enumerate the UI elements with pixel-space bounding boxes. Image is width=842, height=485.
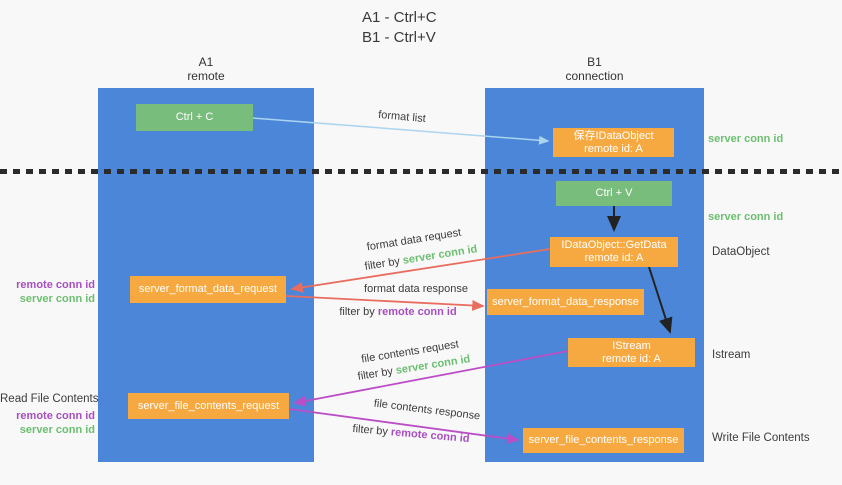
lane-a1-header: A1 remote xyxy=(98,55,314,83)
read-file-contents-label: Read File Contents xyxy=(0,393,99,405)
save-dataobject-line2: remote id: A xyxy=(584,142,643,155)
lane-b1-name: B1 xyxy=(587,55,602,69)
format-data-response-label: format data response xyxy=(364,283,468,295)
title-line-1: A1 - Ctrl+C xyxy=(362,9,437,26)
getdata-box: IDataObject::GetData remote id: A xyxy=(550,237,678,267)
save-dataobject-line1: 保存IDataObject xyxy=(573,129,654,142)
remote-conn-id-left-2: remote conn id xyxy=(16,410,95,422)
getdata-line1: IDataObject::GetData xyxy=(561,239,667,251)
filter-by-text: filter by xyxy=(339,306,375,318)
server-conn-id-left-2: server conn id xyxy=(19,423,95,436)
server-format-data-response-box: server_format_data_response xyxy=(487,289,644,315)
lane-b1-header: B1 connection xyxy=(485,55,704,83)
istream-box: IStream remote id: A xyxy=(568,338,695,367)
format-request-conn-ids: remote conn id server conn id xyxy=(5,279,95,306)
server-format-data-request-label: server_format_data_request xyxy=(138,283,278,295)
server-conn-id-right-mid: server conn id xyxy=(708,211,784,223)
ctrl-v-label: Ctrl + V xyxy=(595,187,633,199)
lane-b1-role: connection xyxy=(565,69,624,83)
server-conn-id-left-1: server conn id xyxy=(19,292,95,305)
server-conn-id-text: server conn id xyxy=(401,243,479,267)
title-line-2: B1 - Ctrl+V xyxy=(362,29,436,46)
ctrl-c-box: Ctrl + C xyxy=(136,104,253,131)
session-divider-dotted-line xyxy=(0,169,842,174)
filter-by-text: filter by xyxy=(356,365,394,383)
dataobject-side-label: DataObject xyxy=(712,246,770,258)
ctrl-c-label: Ctrl + C xyxy=(175,111,214,123)
ctrl-v-box: Ctrl + V xyxy=(556,181,672,206)
getdata-line2: remote id: A xyxy=(584,252,644,264)
server-file-contents-response-box: server_file_contents_response xyxy=(523,428,684,453)
save-dataobject-box: 保存IDataObject remote id: A xyxy=(553,128,674,157)
filter-by-text: filter by xyxy=(363,255,401,273)
server-file-contents-response-label: server_file_contents_response xyxy=(528,434,679,446)
istream-side-label: Istream xyxy=(712,349,751,361)
file-request-conn-ids: remote conn id server conn id xyxy=(5,410,95,437)
server-format-data-request-box: server_format_data_request xyxy=(130,276,286,303)
lane-a1-role: remote xyxy=(187,69,225,83)
server-conn-id-right-top: server conn id xyxy=(708,133,784,145)
remote-conn-id-text: remote conn id xyxy=(390,426,470,446)
server-file-contents-request-box: server_file_contents_request xyxy=(128,393,289,419)
istream-line1: IStream xyxy=(612,339,651,352)
write-file-contents-label: Write File Contents xyxy=(712,432,810,444)
lane-a1-name: A1 xyxy=(198,55,214,69)
filter-by-remote-conn-id-label-1: filter by remote conn id xyxy=(339,306,456,318)
format-data-response-arrow xyxy=(285,295,485,311)
filter-by-remote-conn-id-label-2: filter by remote conn id xyxy=(352,423,470,445)
remote-conn-id-text: remote conn id xyxy=(377,306,457,318)
file-contents-response-label: file contents response xyxy=(373,397,481,423)
diagram-title: A1 - Ctrl+C B1 - Ctrl+V xyxy=(362,8,437,48)
server-file-contents-request-label: server_file_contents_request xyxy=(137,399,280,412)
server-format-data-response-label: server_format_data_response xyxy=(492,295,639,308)
filter-by-text: filter by xyxy=(352,422,389,438)
format-list-label: format list xyxy=(377,108,427,126)
remote-conn-id-left-1: remote conn id xyxy=(16,279,95,291)
istream-line2: remote id: A xyxy=(602,352,661,365)
